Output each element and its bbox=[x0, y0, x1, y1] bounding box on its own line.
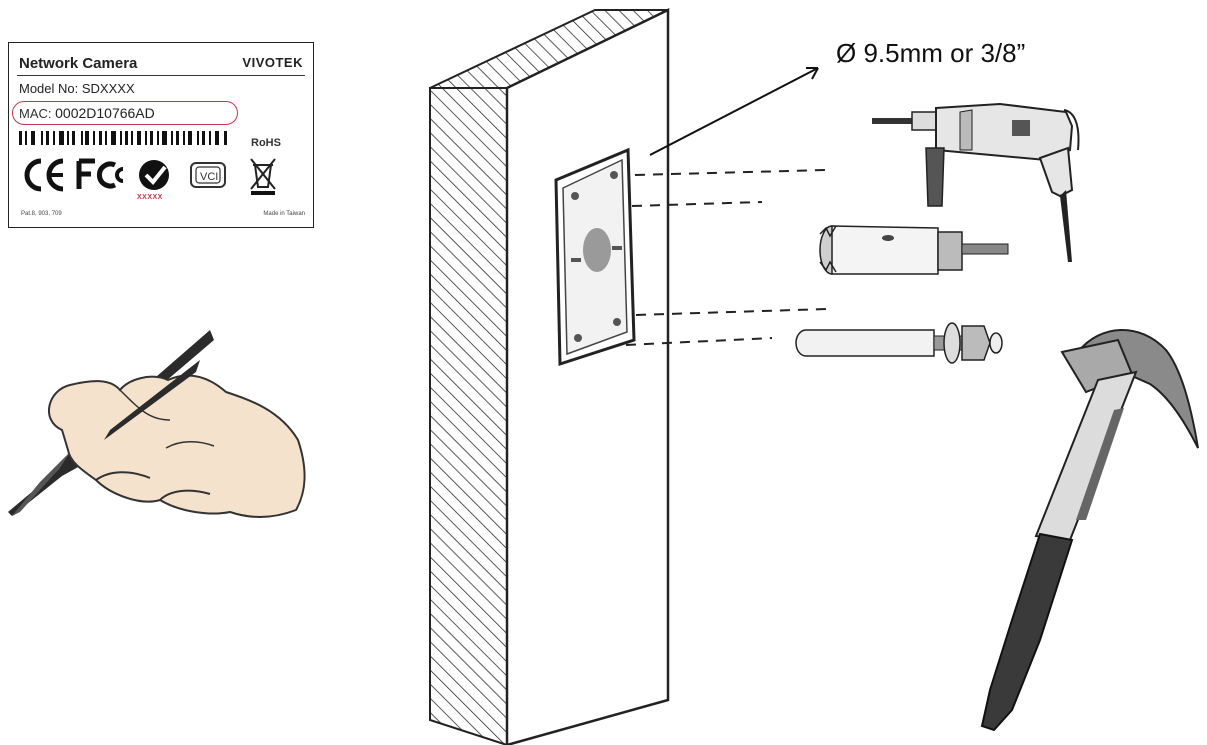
anchor-bolt-icon bbox=[795, 322, 1003, 364]
label-divider bbox=[17, 75, 305, 76]
hammer-drill-icon bbox=[872, 102, 1080, 262]
mac-highlight-ring bbox=[12, 101, 238, 125]
barcode bbox=[19, 131, 227, 145]
c-tick-mark-icon bbox=[139, 160, 169, 190]
label-title: Network Camera bbox=[19, 55, 138, 72]
fcc-mark-icon bbox=[76, 158, 124, 189]
wall-icon bbox=[429, 8, 670, 745]
arrowhead bbox=[806, 67, 819, 80]
hand-with-pen-icon bbox=[8, 330, 306, 518]
rohs-mark: RoHS bbox=[251, 137, 281, 149]
weee-bin-icon bbox=[250, 158, 276, 195]
cert-mark-code: XXXXX bbox=[137, 194, 163, 201]
hole-diameter-callout: Ø 9.5mm or 3/8” bbox=[836, 38, 1026, 68]
guide-lines bbox=[625, 169, 827, 346]
label-model-prefix: Model No: bbox=[19, 81, 79, 96]
label-mac-line: MAC: 0002D10766AD bbox=[19, 105, 155, 121]
callout-arrow bbox=[649, 67, 819, 156]
label-brand-logo: VIVOTEK bbox=[242, 55, 303, 70]
label-patent: Pat.8, 903, 709 bbox=[21, 211, 62, 217]
ce-mark-icon bbox=[24, 158, 64, 192]
svg-text:VCI: VCI bbox=[200, 171, 218, 183]
mounting-plate-icon bbox=[554, 147, 636, 367]
label-model-value: SDXXXX bbox=[81, 81, 135, 96]
label-mac-prefix: MAC: bbox=[19, 106, 52, 121]
vci-mark-icon: VCI bbox=[190, 162, 226, 188]
hole-saw-icon bbox=[819, 225, 1009, 275]
hammer-icon bbox=[980, 329, 1199, 732]
product-label: Network Camera VIVOTEK Model No: SDXXXX … bbox=[8, 42, 314, 228]
label-mac-value: 0002D10766AD bbox=[55, 105, 155, 121]
label-model-line: Model No: SDXXXX bbox=[19, 81, 135, 96]
label-made-in: Made in Taiwan bbox=[263, 211, 305, 217]
certification-marks: VCI bbox=[24, 158, 276, 195]
